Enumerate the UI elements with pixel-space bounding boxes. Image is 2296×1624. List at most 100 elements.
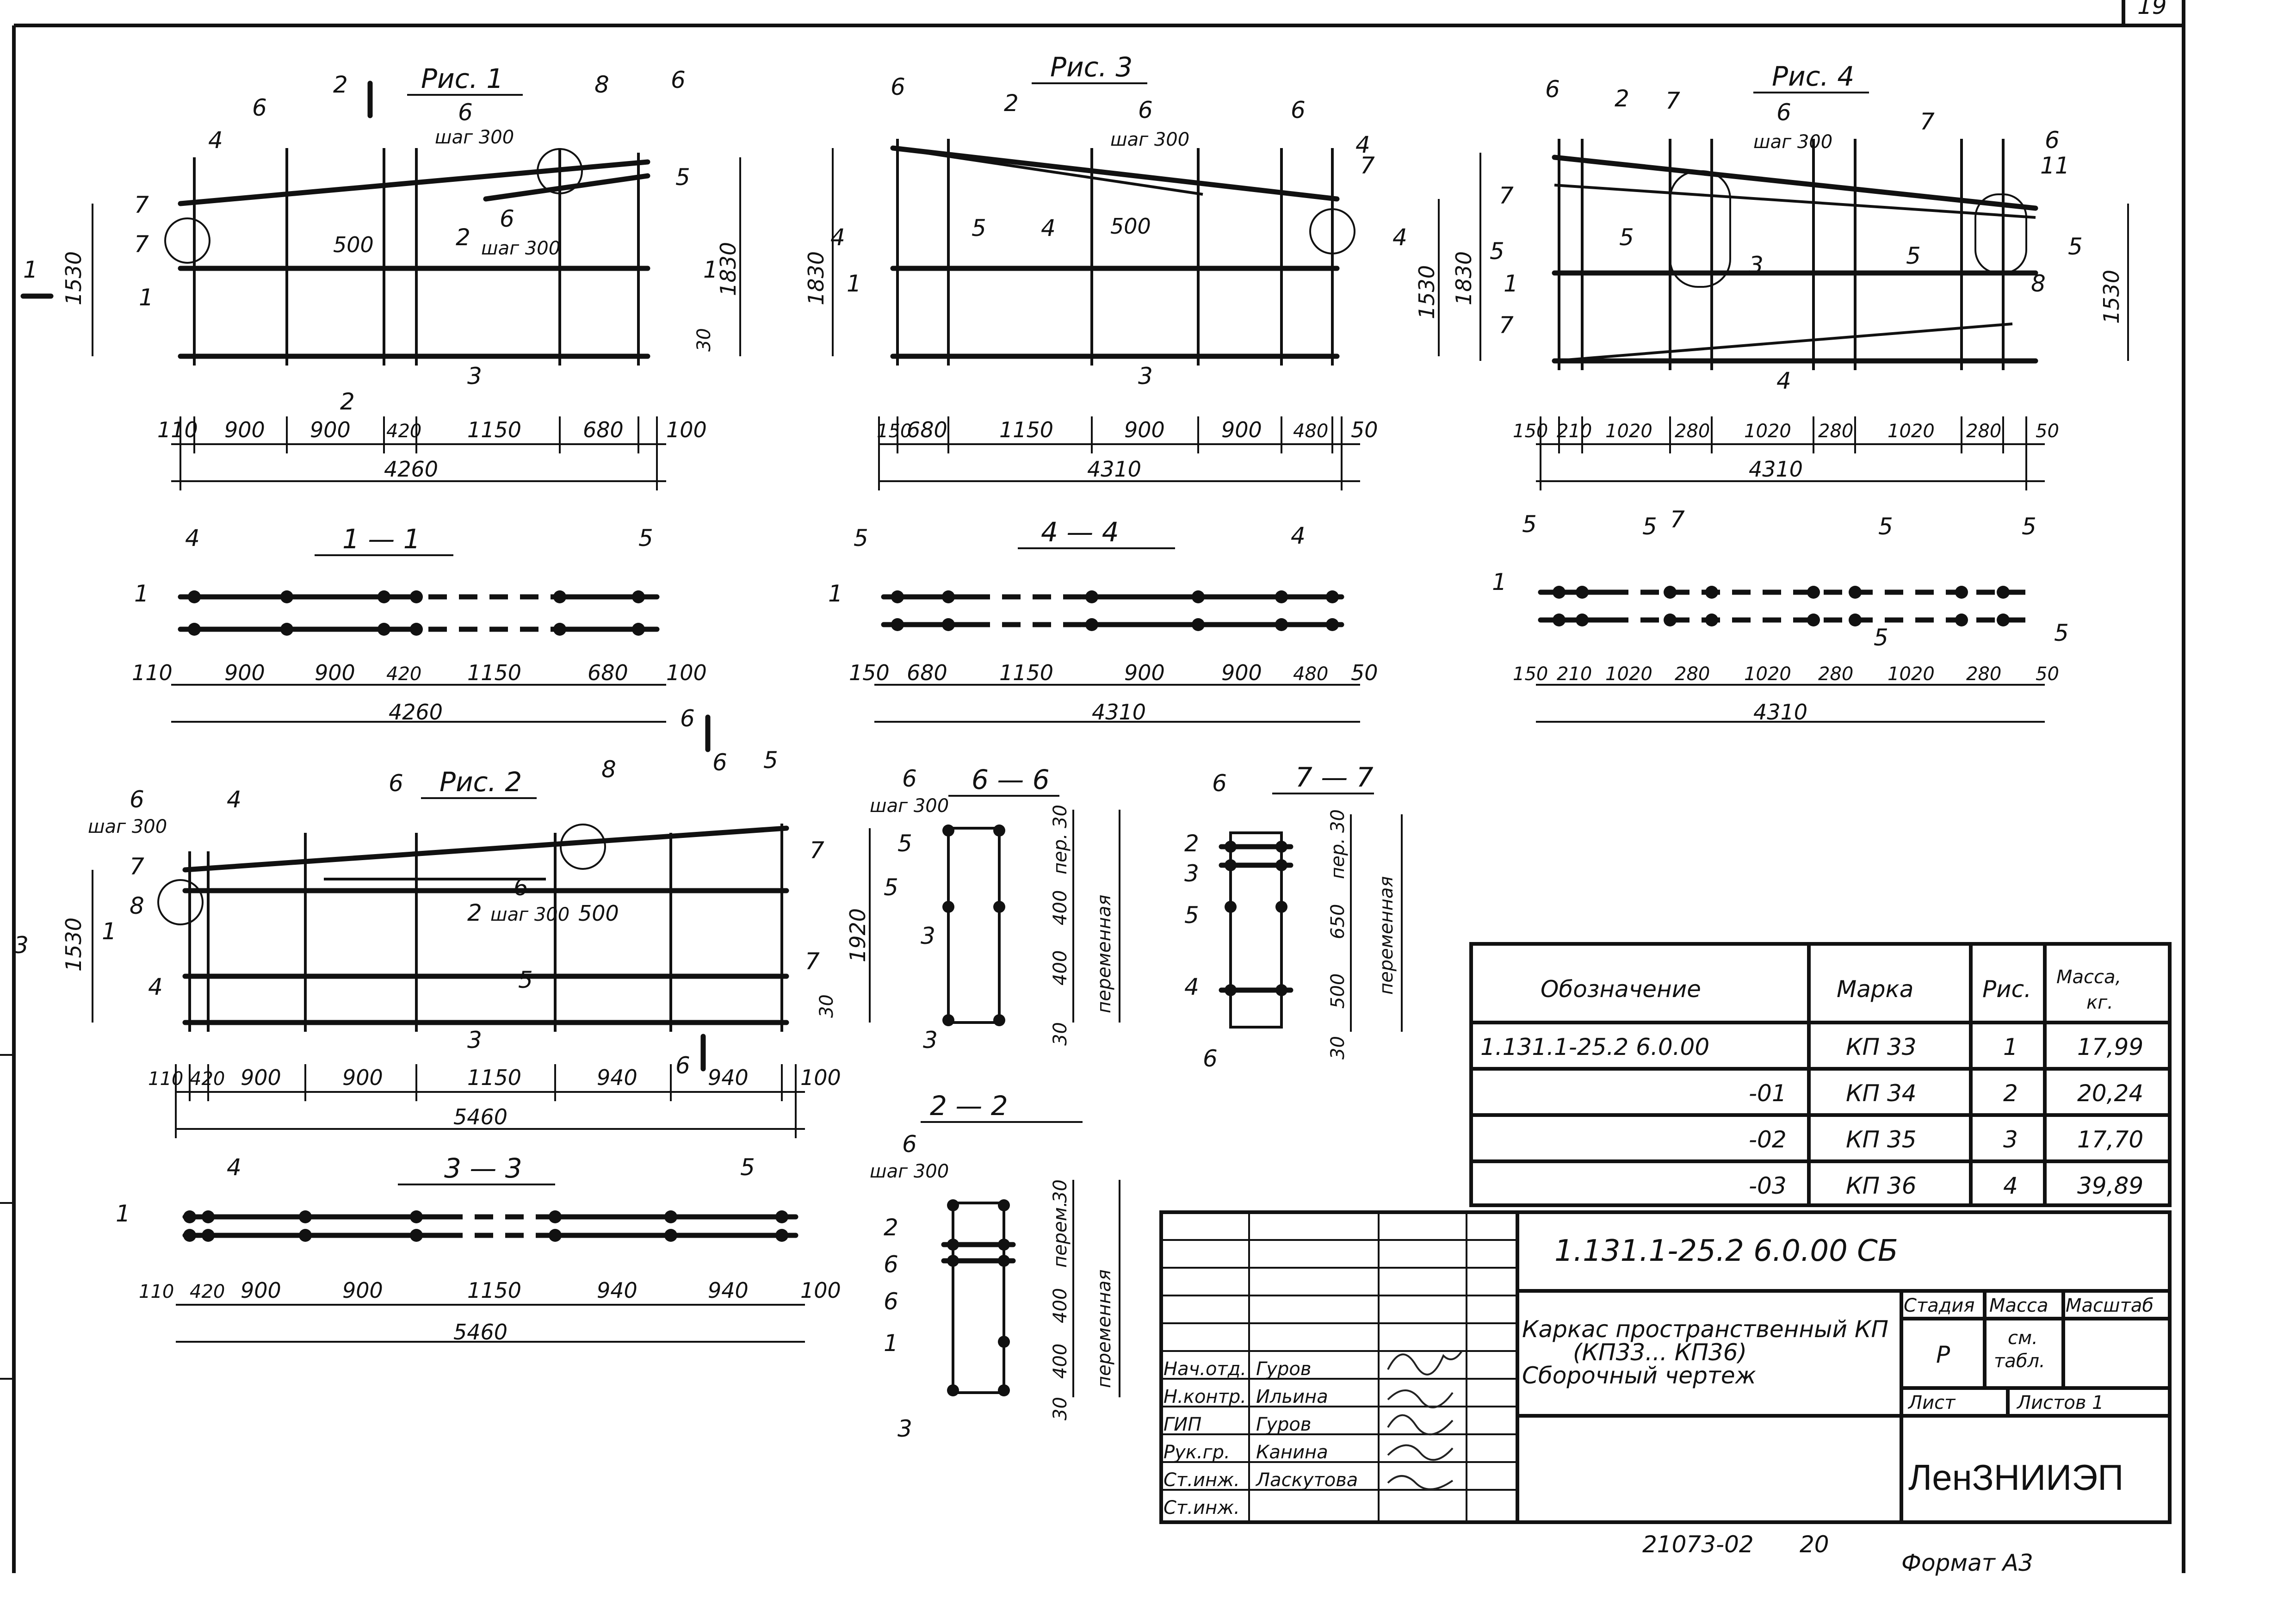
fig2-callout-4b: 4 <box>148 973 163 1000</box>
fig3-title: Рис. 3 <box>1050 51 1133 83</box>
s66-dim-30a: 30 <box>1050 805 1071 828</box>
s33-dim-0: 110 <box>139 1281 174 1302</box>
fig1-callout-3: 3 <box>467 363 482 390</box>
s33-dim-6: 940 <box>708 1278 749 1303</box>
fig1-callout-6c: 6 <box>500 205 514 232</box>
footer-format: Формат А3 <box>1901 1550 2033 1576</box>
spec-row-3-mark: КП 36 <box>1846 1172 1917 1199</box>
s66-callout-6: 6 <box>902 765 917 792</box>
spec-row-1-fig: 2 <box>2003 1080 2018 1107</box>
fig2-callout-6d: 6 <box>514 874 528 901</box>
fig2-title: Рис. 2 <box>439 766 522 798</box>
footer-page-no: 20 <box>1800 1531 1829 1558</box>
fig3-callout-1: 1 <box>847 270 861 297</box>
s66-variable: переменная <box>1094 895 1115 1013</box>
tb-name-4: Ласкутова <box>1255 1469 1358 1491</box>
fig1-callout-7a: 7 <box>134 192 149 218</box>
section-6-6: 6 — 6 6 шаг 300 5 5 3 3 30 пер. 400 400 … <box>870 764 1120 1054</box>
s77-callout-6b: 6 <box>1203 1045 1218 1072</box>
fig4-callout-1: 1 <box>1504 270 1518 297</box>
fig4-section-mark-b: 5 <box>2068 233 2083 260</box>
fig2-callout-4a: 4 <box>227 786 241 813</box>
s44-total: 4310 <box>1092 700 1146 725</box>
fig1-title: Рис. 1 <box>421 63 503 94</box>
fig2-callout-6a: 6 <box>130 786 144 813</box>
s22-dim-per: перем. <box>1050 1201 1071 1268</box>
tb-name-3: Канина <box>1256 1442 1328 1463</box>
fig1-dim-0: 110 <box>157 417 198 442</box>
spec-row-3-mass: 39,89 <box>2077 1172 2143 1199</box>
fig2-callout-8b: 8 <box>130 893 144 919</box>
fig1-callout-8: 8 <box>594 71 609 98</box>
spec-row-0-fig: 1 <box>2003 1034 2018 1060</box>
fig3-height-1530: 1530 <box>1414 265 1439 319</box>
s33-dim-3: 900 <box>342 1278 383 1303</box>
fig4-callout-7c: 7 <box>1499 182 1514 209</box>
s22-dim-400a: 400 <box>1050 1288 1071 1323</box>
s55-dim-4: 1020 <box>1744 663 1791 685</box>
fig1-bar-top <box>178 159 650 206</box>
spec-row-0-mark: КП 33 <box>1846 1034 1917 1060</box>
spec-row-2-mass: 17,70 <box>2077 1126 2143 1153</box>
spec-row-2-mark: КП 35 <box>1846 1126 1917 1153</box>
figure-2: Рис. 2 6 шаг 300 4 6 8 6 5 7 8 7 6 2 шаг… <box>14 747 871 1138</box>
fig4-dim-2: 1020 <box>1605 421 1652 442</box>
s44-dim-3: 900 <box>1124 660 1165 685</box>
fig1-dim-3: 420 <box>386 421 421 442</box>
spec-header-code: Обозначение <box>1541 976 1701 1003</box>
s55-callout-5d: 5 <box>2022 513 2036 540</box>
figure-1: Рис. 1 6 2 8 6 4 5 7 7 1 3 2 6 6 шаг 300 <box>20 63 741 490</box>
fig4-callout-7b: 7 <box>1920 108 1935 135</box>
spec-header-mass-unit: кг. <box>2086 992 2113 1013</box>
fig2-total: 5460 <box>453 1104 507 1129</box>
fig3-callout-2: 2 <box>1004 90 1019 117</box>
fig1-dim-6: 100 <box>666 417 707 442</box>
fig2-dim-7: 100 <box>800 1065 841 1090</box>
spec-row-0-mass: 17,99 <box>2077 1034 2143 1060</box>
spec-row-1-mark: КП 34 <box>1846 1080 1917 1107</box>
s44-callout-1: 1 <box>828 580 843 607</box>
s22-callout-6a: 6 <box>902 1131 917 1158</box>
s55-callout-5e: 5 <box>1874 624 1888 651</box>
fig3-dim-1: 680 <box>907 417 947 442</box>
fig1-dim-4: 1150 <box>467 417 521 442</box>
s33-dim-4: 1150 <box>467 1278 521 1303</box>
fig1-callout-7b: 7 <box>134 231 149 258</box>
s11-dim-3: 420 <box>386 663 421 685</box>
tb-title-line1: Каркас пространственный КП <box>1522 1316 1888 1343</box>
s22-callout-2: 2 <box>884 1214 898 1241</box>
title-block: Нач.отд. Гуров Н.контр. Ильина ГИП Гуров… <box>1159 1210 2172 1524</box>
figure-3: Рис. 3 6 2 6 6 4 7 5 4 1 3 шаг 300 500 4… <box>804 51 1440 490</box>
fig1-section-mark-2a: 2 <box>340 388 355 415</box>
s33-callout-4: 4 <box>227 1154 241 1181</box>
s11-callout-4: 4 <box>185 525 200 552</box>
s55-callout-5c: 5 <box>1878 513 1893 540</box>
s44-dim-0: 150 <box>849 660 890 685</box>
signatures <box>1387 1350 1463 1490</box>
s66-callout-5a: 5 <box>897 830 912 857</box>
s11-dim-4: 1150 <box>467 660 521 685</box>
s77-dim-650: 650 <box>1327 904 1349 939</box>
fig4-bar-top <box>1552 155 2038 211</box>
fig1-height-1830: 1830 <box>716 242 741 296</box>
fig3-dim-4: 900 <box>1221 417 1262 442</box>
s66-callout-3b: 3 <box>923 1027 938 1054</box>
fig2-height-30: 30 <box>816 994 837 1018</box>
tb-role-5: Ст.инж. <box>1163 1497 1240 1519</box>
fig1-step-label-1: шаг 300 <box>435 127 514 148</box>
s22-callout-6c: 6 <box>884 1288 898 1315</box>
fig3-inner-dim: 500 <box>1110 214 1151 239</box>
s33-title: 3 — 3 <box>444 1153 522 1184</box>
s11-dim-5: 680 <box>588 660 628 685</box>
s11-dim-6: 100 <box>666 660 707 685</box>
figure-4: Рис. 4 6 2 7 6 7 6 11 7 5 3 5 8 1 7 <box>1451 61 2129 490</box>
tb-stage-value: Р <box>1936 1341 1950 1368</box>
s33-total: 5460 <box>453 1320 507 1345</box>
tb-title-line3: Сборочный чертеж <box>1522 1362 1756 1389</box>
s11-dim-1: 900 <box>224 660 265 685</box>
s55-callout-7: 7 <box>1670 506 1685 533</box>
s77-callout-2: 2 <box>1184 830 1199 857</box>
s55-dim-3: 280 <box>1675 663 1710 685</box>
s66-callout-5b: 5 <box>884 874 898 901</box>
